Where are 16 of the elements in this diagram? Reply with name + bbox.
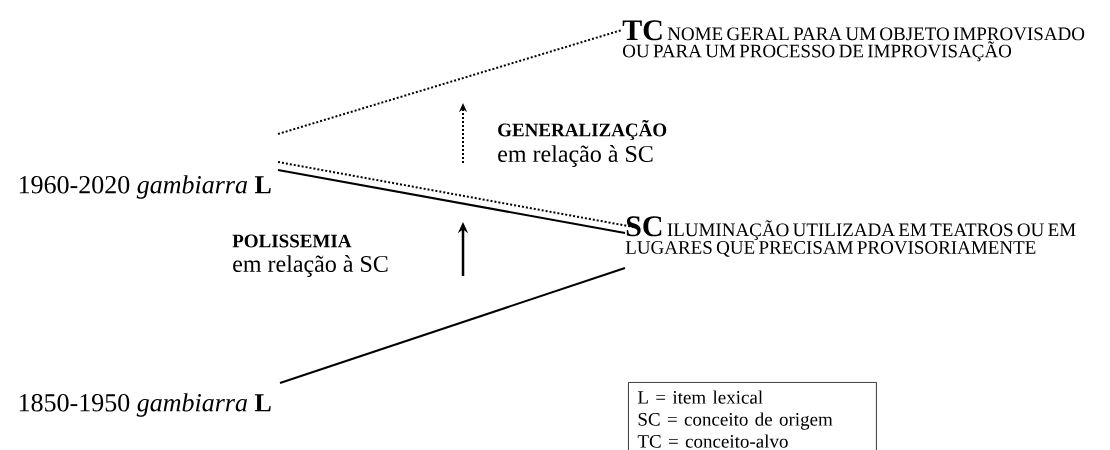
relation-note: em relação à SC <box>498 145 653 167</box>
concept-text: SC ILUMINAÇÃO UTILIZADA EM TEATROS OU EM LUGARES QUE PRECISAM PROVISORIAMENTE <box>625 216 1076 257</box>
connector-line <box>279 267 626 384</box>
time-period-label: 1960-2020 gambiarra L <box>19 175 271 199</box>
legend-entry: SC = conceito de origem <box>638 412 833 430</box>
time-period-label: 1850-1950 gambiarra L <box>19 393 271 417</box>
relation-note: em relação à SC <box>233 255 388 277</box>
relation-heading: GENERALIZAÇÃO <box>498 119 667 141</box>
relation-heading: POLISSEMIA <box>232 234 352 248</box>
legend-entry: L = item lexical <box>637 390 763 404</box>
connector-line <box>277 169 626 234</box>
legend-entry: TC = conceito-alvo <box>637 434 788 448</box>
legend-box <box>628 382 877 450</box>
concept-text: TC NOME GERAL PARA UM OBJETO IMPROVISADO OU PARA UM PROCESSO DE IMPROVISAÇÃO <box>622 20 1085 62</box>
connector-line <box>277 29 623 135</box>
connector-line <box>277 161 640 229</box>
